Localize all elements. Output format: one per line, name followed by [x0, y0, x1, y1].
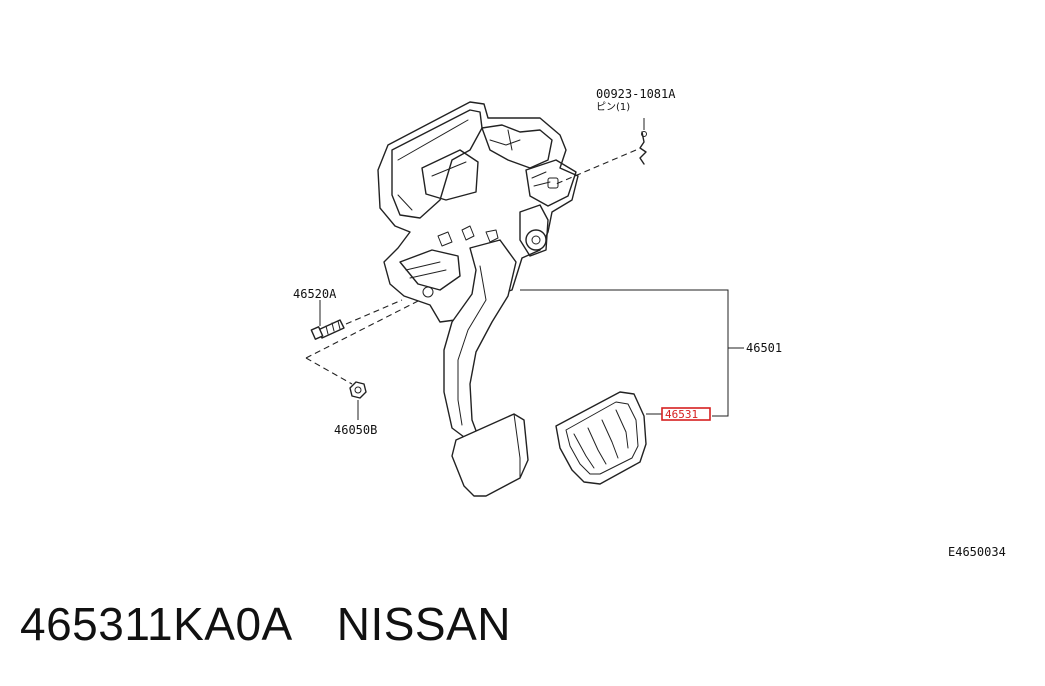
part-caption: 465311KA0A NISSAN	[20, 597, 511, 651]
pedal-bracket	[377, 101, 579, 323]
caption-part-number: 465311KA0A	[20, 598, 293, 650]
label-bolt: 46520A	[293, 287, 337, 301]
label-ref-code: E4650034	[948, 545, 1006, 559]
label-pin-part: 00923-1081A	[596, 87, 676, 101]
nut-part	[305, 299, 421, 420]
label-pin-desc: ピン(1)	[596, 101, 630, 113]
assembly-bracket-lines	[520, 289, 744, 417]
parts-diagram: 00923-1081A ピン(1) 46520A 46050B 46501 46…	[293, 87, 1006, 559]
caption-brand: NISSAN	[336, 598, 511, 650]
pin-part	[555, 118, 647, 185]
bolt-part	[310, 299, 403, 340]
label-nut: 46050B	[334, 423, 377, 437]
label-pad: 46531	[665, 408, 698, 421]
installed-pedal-pad	[451, 413, 529, 497]
label-pedal-assy: 46501	[746, 341, 782, 355]
pedal-pad-46531	[555, 391, 647, 485]
highlight-box	[661, 407, 711, 421]
